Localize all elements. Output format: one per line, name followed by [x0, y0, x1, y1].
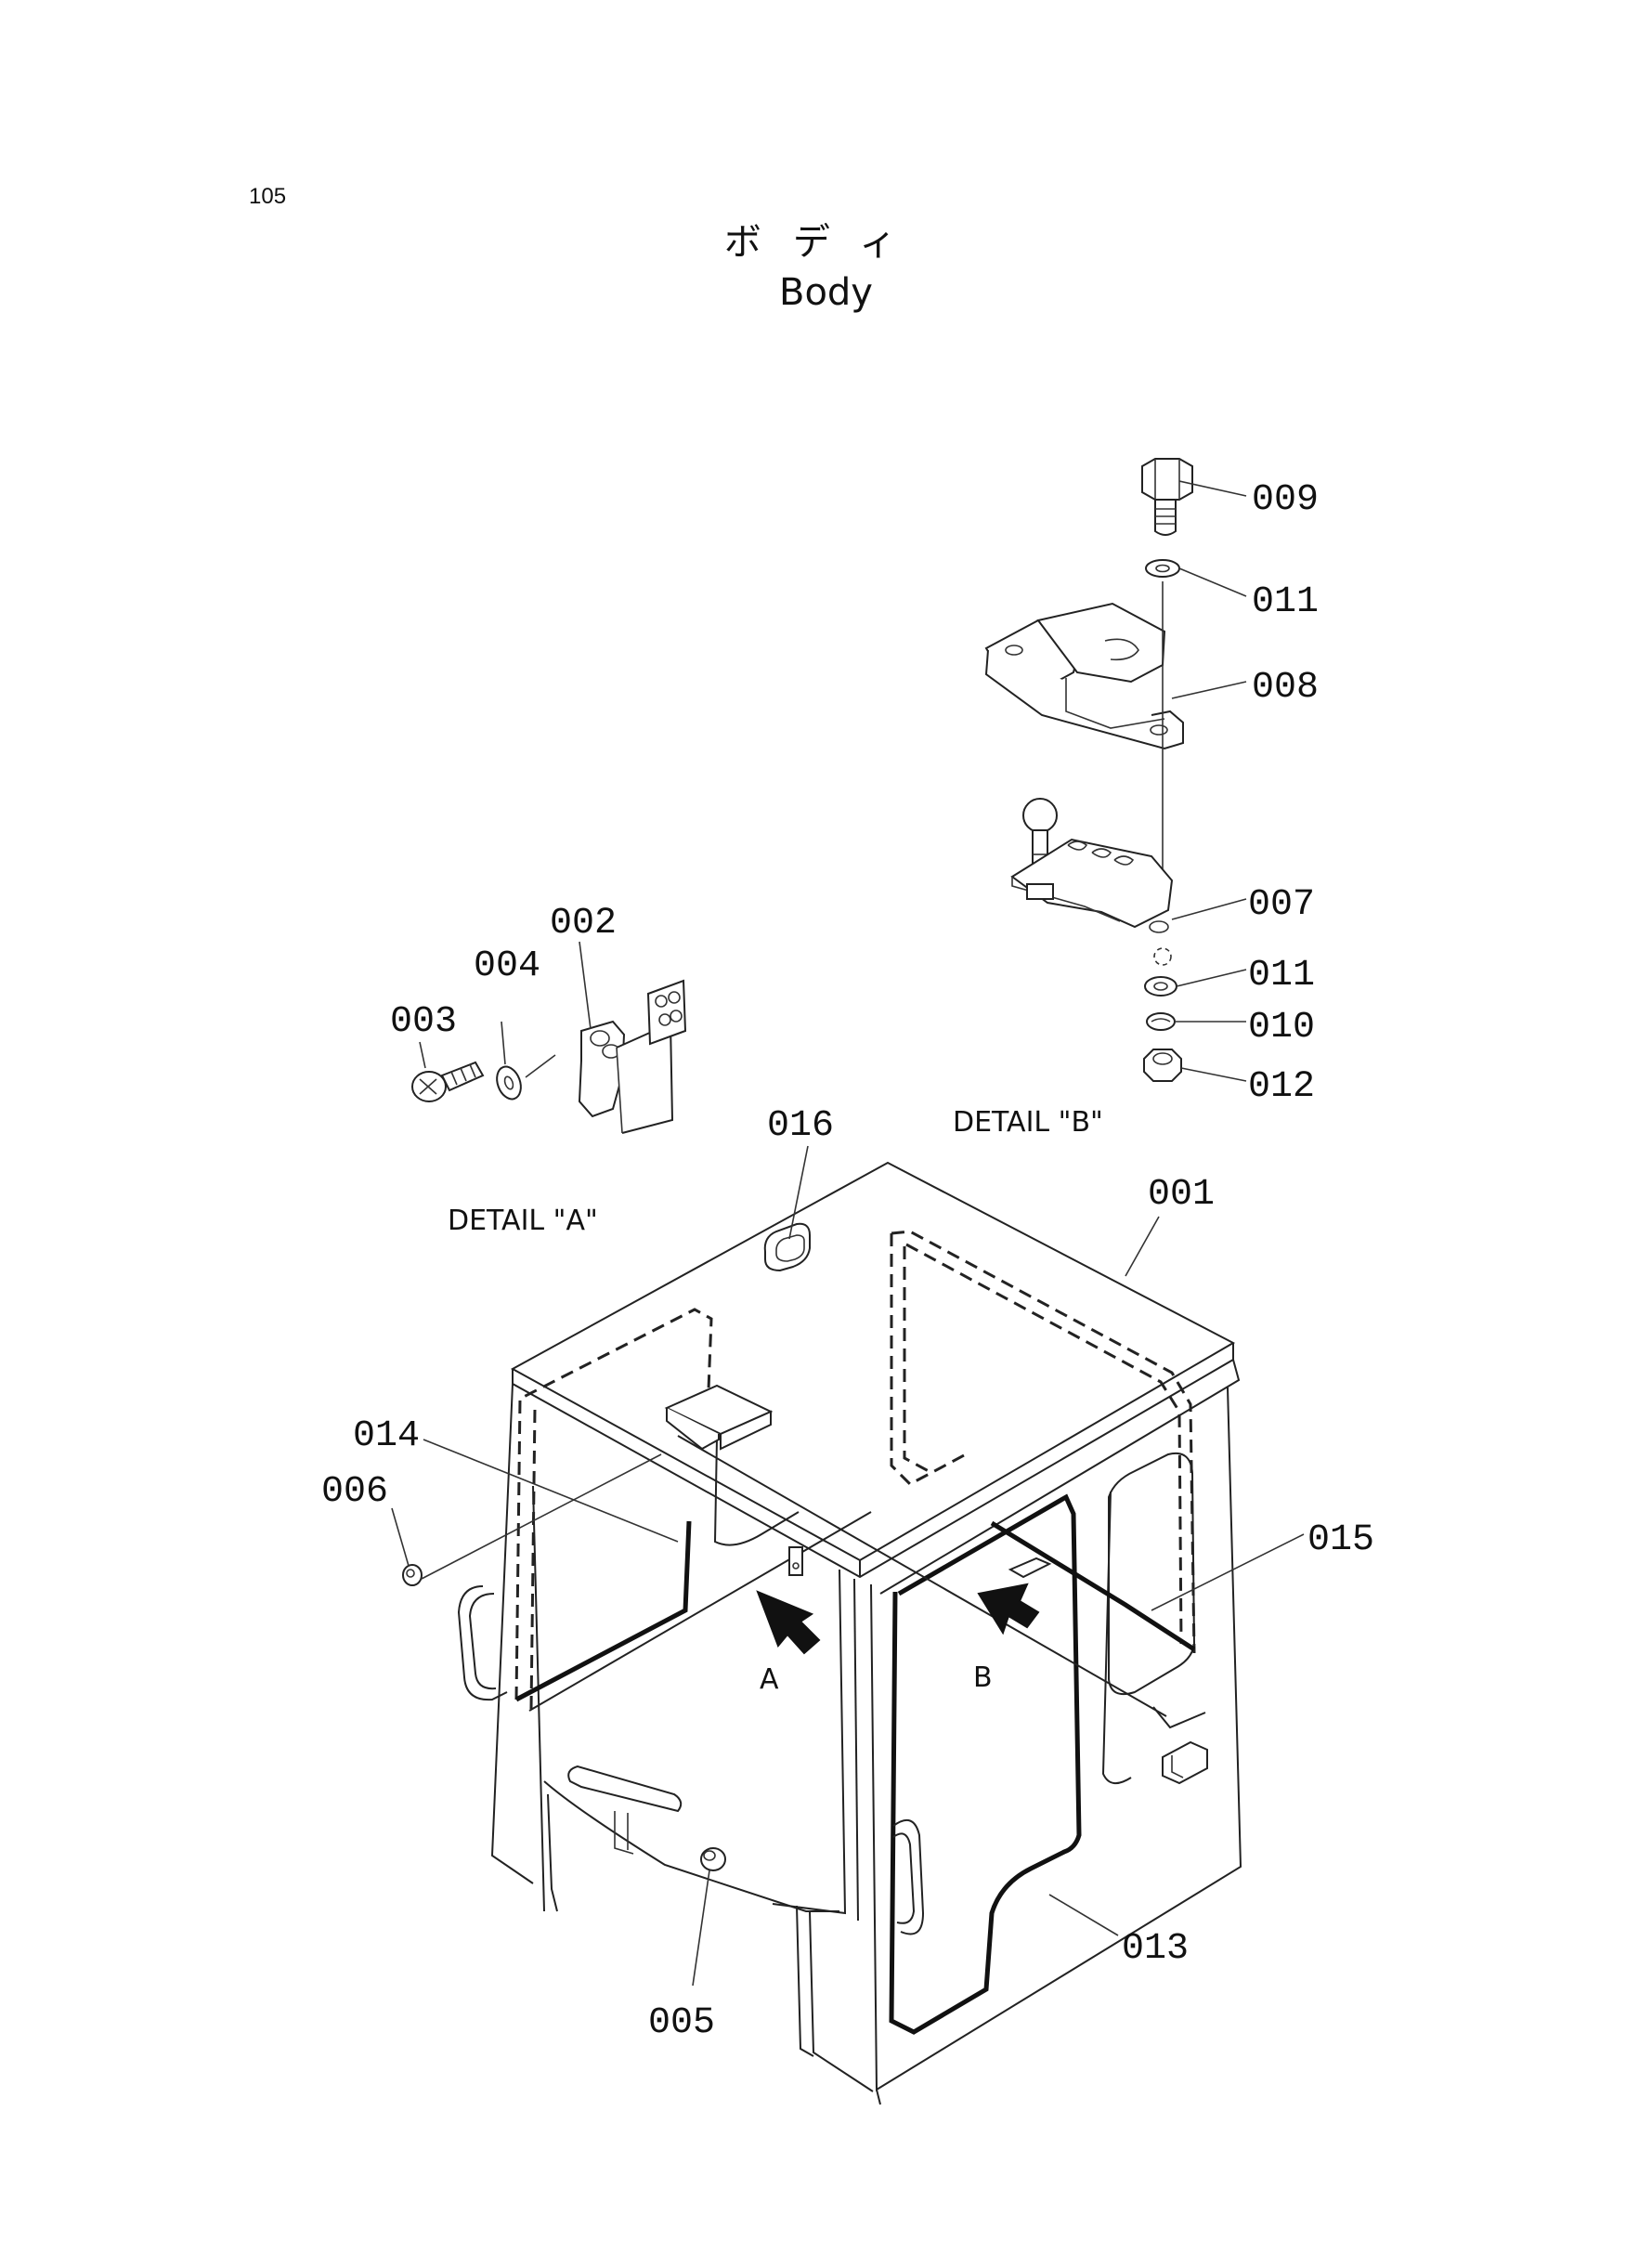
latch-location-b-icon — [1008, 1557, 1052, 1579]
hinge-plate-icon — [646, 979, 687, 1046]
label-007: 007 — [1248, 884, 1315, 926]
detail-b-caption: DETAIL "B" — [953, 1106, 1103, 1139]
label-011-top: 011 — [1252, 581, 1319, 623]
arrow-b-icon — [977, 1583, 1040, 1635]
label-008: 008 — [1252, 667, 1319, 709]
label-001: 001 — [1148, 1174, 1215, 1216]
label-010: 010 — [1248, 1007, 1315, 1049]
label-015: 015 — [1307, 1519, 1374, 1561]
label-011-lower: 011 — [1248, 955, 1315, 997]
arrow-a-icon — [756, 1590, 821, 1655]
plate-007-icon — [1010, 798, 1174, 933]
washer-011-lower-icon — [1144, 976, 1177, 997]
detail-a-caption: DETAIL "A" — [448, 1205, 598, 1237]
cap-006-icon — [402, 1564, 423, 1586]
label-009: 009 — [1252, 479, 1319, 521]
roof-hatch-016-icon — [763, 1222, 811, 1272]
washer-011-top-icon — [1145, 559, 1180, 578]
label-005: 005 — [648, 2002, 715, 2044]
label-013: 013 — [1122, 1928, 1189, 1970]
title-japanese: ボディ — [723, 221, 929, 264]
page-number: 105 — [249, 184, 287, 209]
grab-bar-icon — [567, 1765, 683, 1855]
arrow-a-label: A — [760, 1663, 779, 1696]
hinge-location-a-icon — [788, 1546, 803, 1576]
bolt-009-icon — [1141, 458, 1193, 536]
title-english: Body — [779, 271, 873, 314]
detail-b-assembly — [984, 458, 1247, 1082]
nut-012-icon — [1143, 1049, 1182, 1082]
roof-block-icon — [664, 1384, 774, 1451]
label-016: 016 — [767, 1105, 834, 1147]
label-002: 002 — [550, 903, 617, 945]
label-004: 004 — [474, 945, 540, 987]
label-003: 003 — [390, 1001, 457, 1043]
label-006: 006 — [321, 1471, 388, 1513]
arrow-b-label: B — [973, 1661, 993, 1694]
hinge-002-icon — [578, 1020, 674, 1134]
bracket-008-icon — [984, 602, 1184, 750]
spring-washer-010-icon — [1146, 1012, 1176, 1031]
cab-body-001 — [402, 1161, 1242, 2105]
label-014: 014 — [353, 1415, 420, 1457]
screw-003-icon — [411, 1061, 485, 1102]
washer-004-icon — [496, 1065, 522, 1101]
detail-a-assembly — [411, 941, 687, 1134]
label-012: 012 — [1248, 1066, 1315, 1108]
